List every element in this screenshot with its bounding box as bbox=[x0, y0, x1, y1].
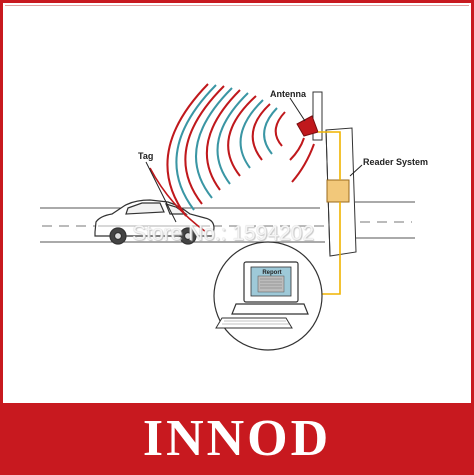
top-rule bbox=[5, 5, 469, 6]
tag-label: Tag bbox=[138, 151, 154, 161]
car bbox=[94, 199, 215, 245]
report-label: Report bbox=[262, 270, 282, 276]
brand-banner bbox=[0, 403, 474, 475]
antenna-mast bbox=[312, 91, 357, 257]
brand-name: INNOD bbox=[142, 410, 332, 467]
store-watermark: Store No.: 1594202 bbox=[132, 222, 315, 245]
reader-box bbox=[326, 179, 350, 203]
tag-leader bbox=[145, 161, 177, 223]
magnifier bbox=[213, 241, 323, 351]
rf-waves-teal bbox=[175, 84, 278, 211]
cables bbox=[316, 131, 341, 295]
reader-leader bbox=[349, 164, 363, 177]
rfid-diagram bbox=[40, 83, 415, 351]
antenna-label: Antenna bbox=[270, 89, 306, 99]
reader-system-label: Reader System bbox=[363, 157, 429, 167]
rf-waves-pole bbox=[289, 137, 315, 183]
rf-waves-red bbox=[149, 83, 286, 233]
